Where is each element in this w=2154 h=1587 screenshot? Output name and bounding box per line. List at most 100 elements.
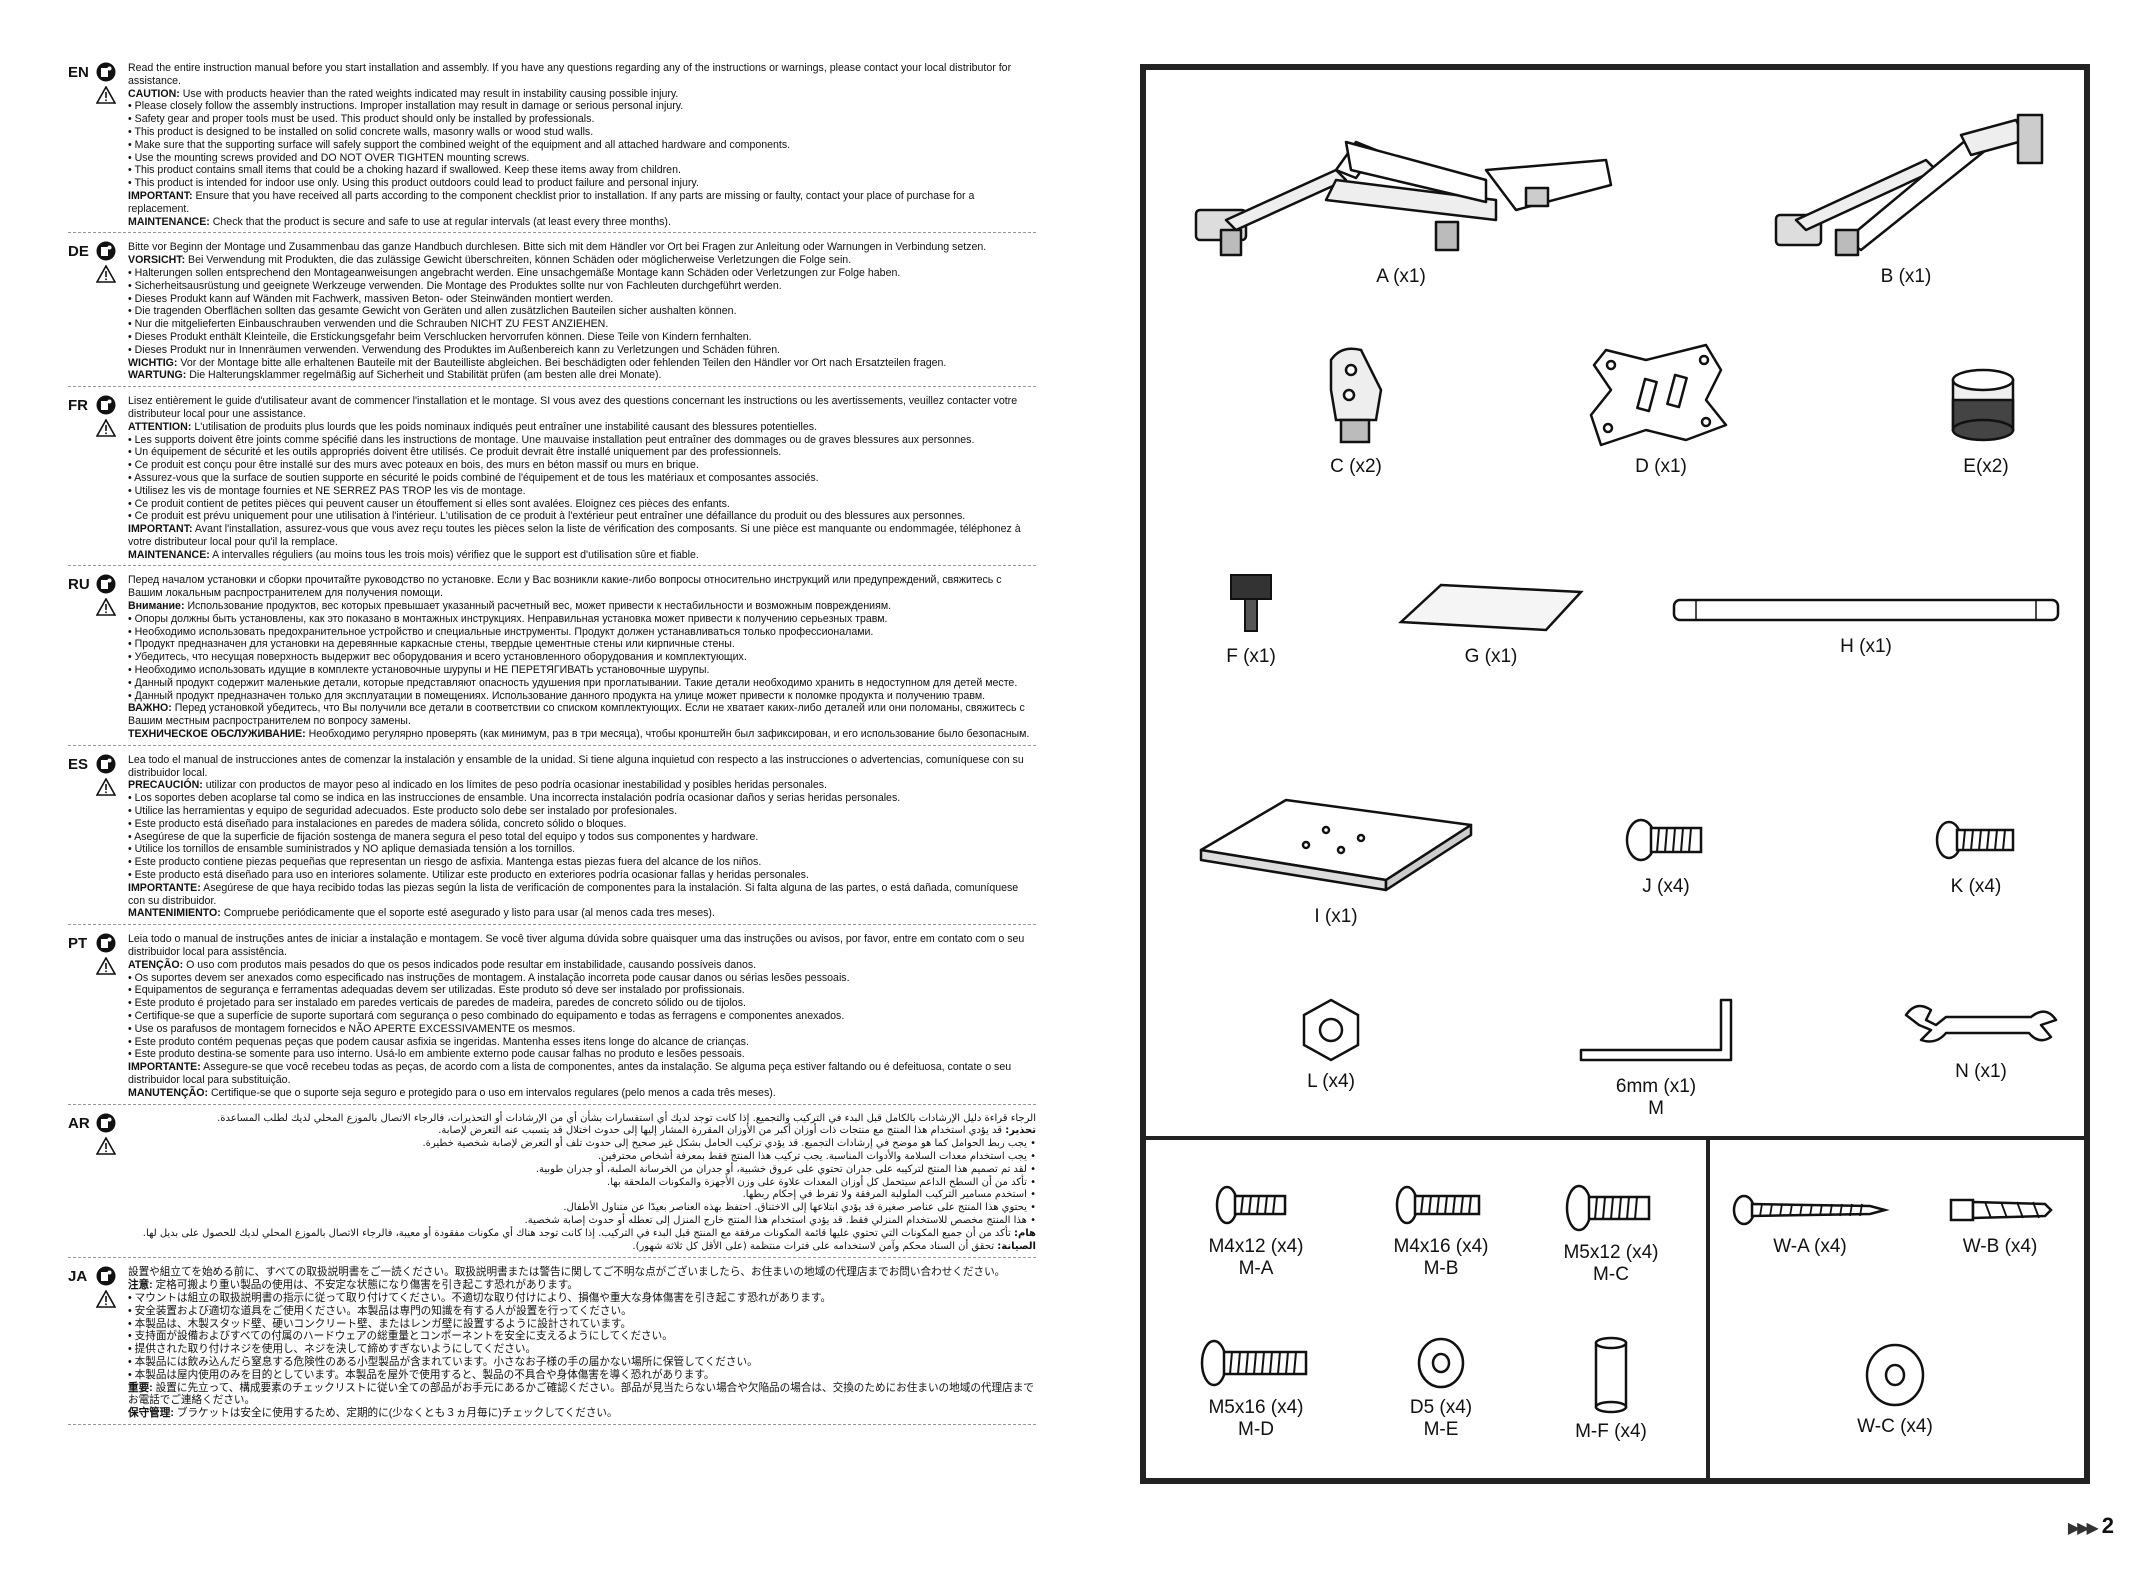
intro-text: Lisez entièrement le guide d'utilisateur… xyxy=(128,395,1018,420)
warning-item: 本製品は屋内使用のみを目的としています。本製品を屋外で使用すると、製品の不具合や… xyxy=(128,1369,1036,1382)
warning-item: Убедитесь, что несущая поверхность выдер… xyxy=(128,651,1036,664)
maintenance-text: WARTUNG: Die Halterungsklammer regelmäßi… xyxy=(128,369,1036,382)
warning-item: Dieses Produkt enthält Kleinteile, die E… xyxy=(128,331,1036,344)
caution-body: Использование продуктов, вес которых пре… xyxy=(187,600,892,613)
language-code: DE xyxy=(68,243,89,261)
important-label: 重要: xyxy=(128,1381,153,1394)
intro-text: Read the entire instruction manual befor… xyxy=(128,62,1012,87)
maintenance-label: MAINTENANCE: xyxy=(128,215,210,228)
read-manual-icon xyxy=(96,574,116,594)
cable-clip-icon xyxy=(1951,368,2015,442)
washer-large-icon xyxy=(1865,1343,1925,1407)
important-text: IMPORTANTE: Asegúrese de que haya recibi… xyxy=(128,882,1036,908)
caution-label: CAUTION: xyxy=(128,87,180,100)
language-code: RU xyxy=(68,576,90,594)
maintenance-text: 保守管理: ブラケットは安全に使用するため、定期的に(少なくとも３ヵ月毎に)チェ… xyxy=(128,1407,1036,1420)
caution-label: ATENÇÃO: xyxy=(128,958,184,971)
warning-item: Use os parafusos de montagem fornecidos … xyxy=(128,1023,1036,1036)
maintenance-label: WARTUNG: xyxy=(128,369,187,382)
screw-hardware-box: M4x12 (x4) M-A M4x16 (x4) M-B M5x12 (x4)… xyxy=(1146,1140,1710,1478)
part-a-label: A (x1) xyxy=(1376,266,1426,287)
parts-panel: A (x1) B (x1) xyxy=(1140,64,2090,1484)
warning-item: Este producto contiene piezas pequeñas q… xyxy=(128,856,1036,869)
important-text: 重要: 設置に先立って、構成要素のチェックリストに従い全ての部品がお手元にあるか… xyxy=(128,1382,1036,1408)
warning-item: Les supports doivent être joints comme s… xyxy=(128,434,1036,447)
caution-body: L'utilisation de produits plus lourds qu… xyxy=(194,420,818,433)
warning-item: Данный продукт предназначен только для э… xyxy=(128,690,1036,703)
warning-list: Halterungen sollen entsprechend den Mont… xyxy=(128,267,1036,357)
important-body: Assegure-se que você recebeu todas as pe… xyxy=(128,1061,1012,1086)
wrench-icon xyxy=(1904,1004,2058,1043)
language-code: EN xyxy=(68,64,89,81)
warning-item: 提供された取り付けネジを使用し、ネジを決して締めすぎないようにしてください。 xyxy=(128,1343,1036,1356)
warning-item: Опоры должны быть установлены, как это п… xyxy=(128,613,1036,626)
warning-item: Equipamentos de segurança e ferramentas … xyxy=(128,984,1036,997)
warning-item: Este producto está diseñado para uso en … xyxy=(128,869,1036,882)
thumb-screw-icon xyxy=(1230,574,1272,632)
part-m: 6mm (x1) M xyxy=(1566,990,1746,1120)
warning-item: Certifique-se que a superfície de suport… xyxy=(128,1010,1036,1023)
hardware-m-e-code: M-E xyxy=(1423,1419,1459,1440)
warning-item: Ce produit contient de petites pièces qu… xyxy=(128,498,1036,511)
read-manual-icon xyxy=(96,62,116,82)
warning-item: Safety gear and proper tools must be use… xyxy=(128,113,1036,126)
warning-item: استخدم مسامير التركيب الملولبة المرفقة و… xyxy=(128,1189,1036,1202)
caution-body: Use with products heavier than the rated… xyxy=(182,87,679,100)
warning-item: 本製品は、木製スタッド壁、硬いコンクリート壁、またはレンガ壁に設置するように設計… xyxy=(128,1318,1036,1331)
warning-item: 安全装置および適切な道具をご使用ください。本製品は専門の知識を有する人が設置を行… xyxy=(128,1305,1036,1318)
caution-text: ATENÇÃO: O uso com produtos mais pesados… xyxy=(128,959,1036,972)
part-c: C (x2) xyxy=(1286,340,1426,478)
warning-item: This product is intended for indoor use … xyxy=(128,177,1036,190)
part-n: N (x1) xyxy=(1896,995,2066,1083)
intro-text: Перед началом установки и сборки прочита… xyxy=(128,574,1002,600)
read-manual-icon xyxy=(96,241,116,261)
intro-text: Lea todo el manual de instrucciones ante… xyxy=(128,753,1024,779)
part-h-label: H (x1) xyxy=(1840,636,1892,657)
intro-text: 設置や組立てを始める前に、すべての取扱説明書をご一読ください。取扱説明書または警… xyxy=(128,1266,1006,1279)
part-g: G (x1) xyxy=(1396,580,1586,668)
maintenance-label: الصيانة: xyxy=(997,1240,1036,1252)
caution-label: Внимание: xyxy=(128,600,185,613)
caution-text: PRECAUCIÓN: utilizar con productos de ma… xyxy=(128,779,1036,792)
screw-m5x12-icon xyxy=(1565,1184,1651,1232)
read-manual-icon xyxy=(96,933,116,953)
warning-icon xyxy=(96,86,116,104)
important-text: IMPORTANT: Ensure that you have received… xyxy=(128,190,1036,216)
warning-item: Необходимо использовать идущие в комплек… xyxy=(128,664,1036,677)
hardware-w-a-label: W-A (x4) xyxy=(1773,1236,1847,1257)
screw-m4x12-icon xyxy=(1215,1185,1287,1225)
maintenance-body: A intervalles réguliers (au moins tous l… xyxy=(212,548,699,561)
caution-text: CAUTION: Use with products heavier than … xyxy=(128,88,1036,101)
language-section-de: DE Bitte vor Beginn der Montage und Zusa… xyxy=(68,241,1036,388)
warning-item: This product contains small items that c… xyxy=(128,164,1036,177)
caution-body: قد يؤدي استخدام هذا المنتج مع منتجات ذات… xyxy=(438,1125,1003,1137)
warning-list: Los soportes deben acoplarse tal como se… xyxy=(128,792,1036,882)
hardware-w-c-label: W-C (x4) xyxy=(1857,1416,1933,1437)
warning-item: Данный продукт содержит маленькие детали… xyxy=(128,677,1036,690)
hex-nut-icon xyxy=(1302,998,1360,1062)
warning-item: Ce produit est conçu pour être installé … xyxy=(128,459,1036,472)
part-b-label: B (x1) xyxy=(1880,266,1932,287)
part-h: H (x1) xyxy=(1666,590,2066,658)
warning-item: Utilisez les vis de montage fournies et … xyxy=(128,485,1036,498)
maintenance-body: ブラケットは安全に使用するため、定期的に(少なくとも３ヵ月毎に)チェックしてくだ… xyxy=(176,1407,618,1420)
part-e: E(x2) xyxy=(1926,360,2046,478)
warning-item: Os suportes devem ser anexados como espe… xyxy=(128,972,1036,985)
hardware-m-c-label: M5x12 (x4) xyxy=(1563,1242,1659,1263)
maintenance-label: ТЕХНИЧЕСКОЕ ОБСЛУЖИВАНИЕ: xyxy=(128,728,306,741)
washer-d5-icon xyxy=(1417,1337,1465,1389)
warning-list: Os suportes devem ser anexados como espe… xyxy=(128,972,1036,1062)
warning-list: Les supports doivent être joints comme s… xyxy=(128,434,1036,524)
clamp-bracket-icon xyxy=(1329,347,1383,444)
important-body: تأكد من أن جميع المكونات التي تحتوي عليه… xyxy=(142,1227,1011,1239)
hardware-m-f: M-F (x4) xyxy=(1551,1335,1671,1443)
maintenance-text: الصيانة: تحقق أن السناد محكم وآمن لاستخد… xyxy=(128,1241,1036,1254)
language-section-pt: PT Leia todo o manual de instruções ante… xyxy=(68,933,1036,1105)
part-i: I (x1) xyxy=(1186,790,1486,928)
part-k: K (x4) xyxy=(1916,810,2036,898)
important-label: IMPORTANT: xyxy=(128,523,193,536)
caution-label: ATTENTION: xyxy=(128,420,192,433)
language-section-ar: AR الرجاء قراءة دليل الإرشادات بالكامل ق… xyxy=(68,1113,1036,1259)
read-manual-icon xyxy=(96,1266,116,1286)
important-body: Vor der Montage bitte alle erhaltenen Ba… xyxy=(180,356,947,369)
